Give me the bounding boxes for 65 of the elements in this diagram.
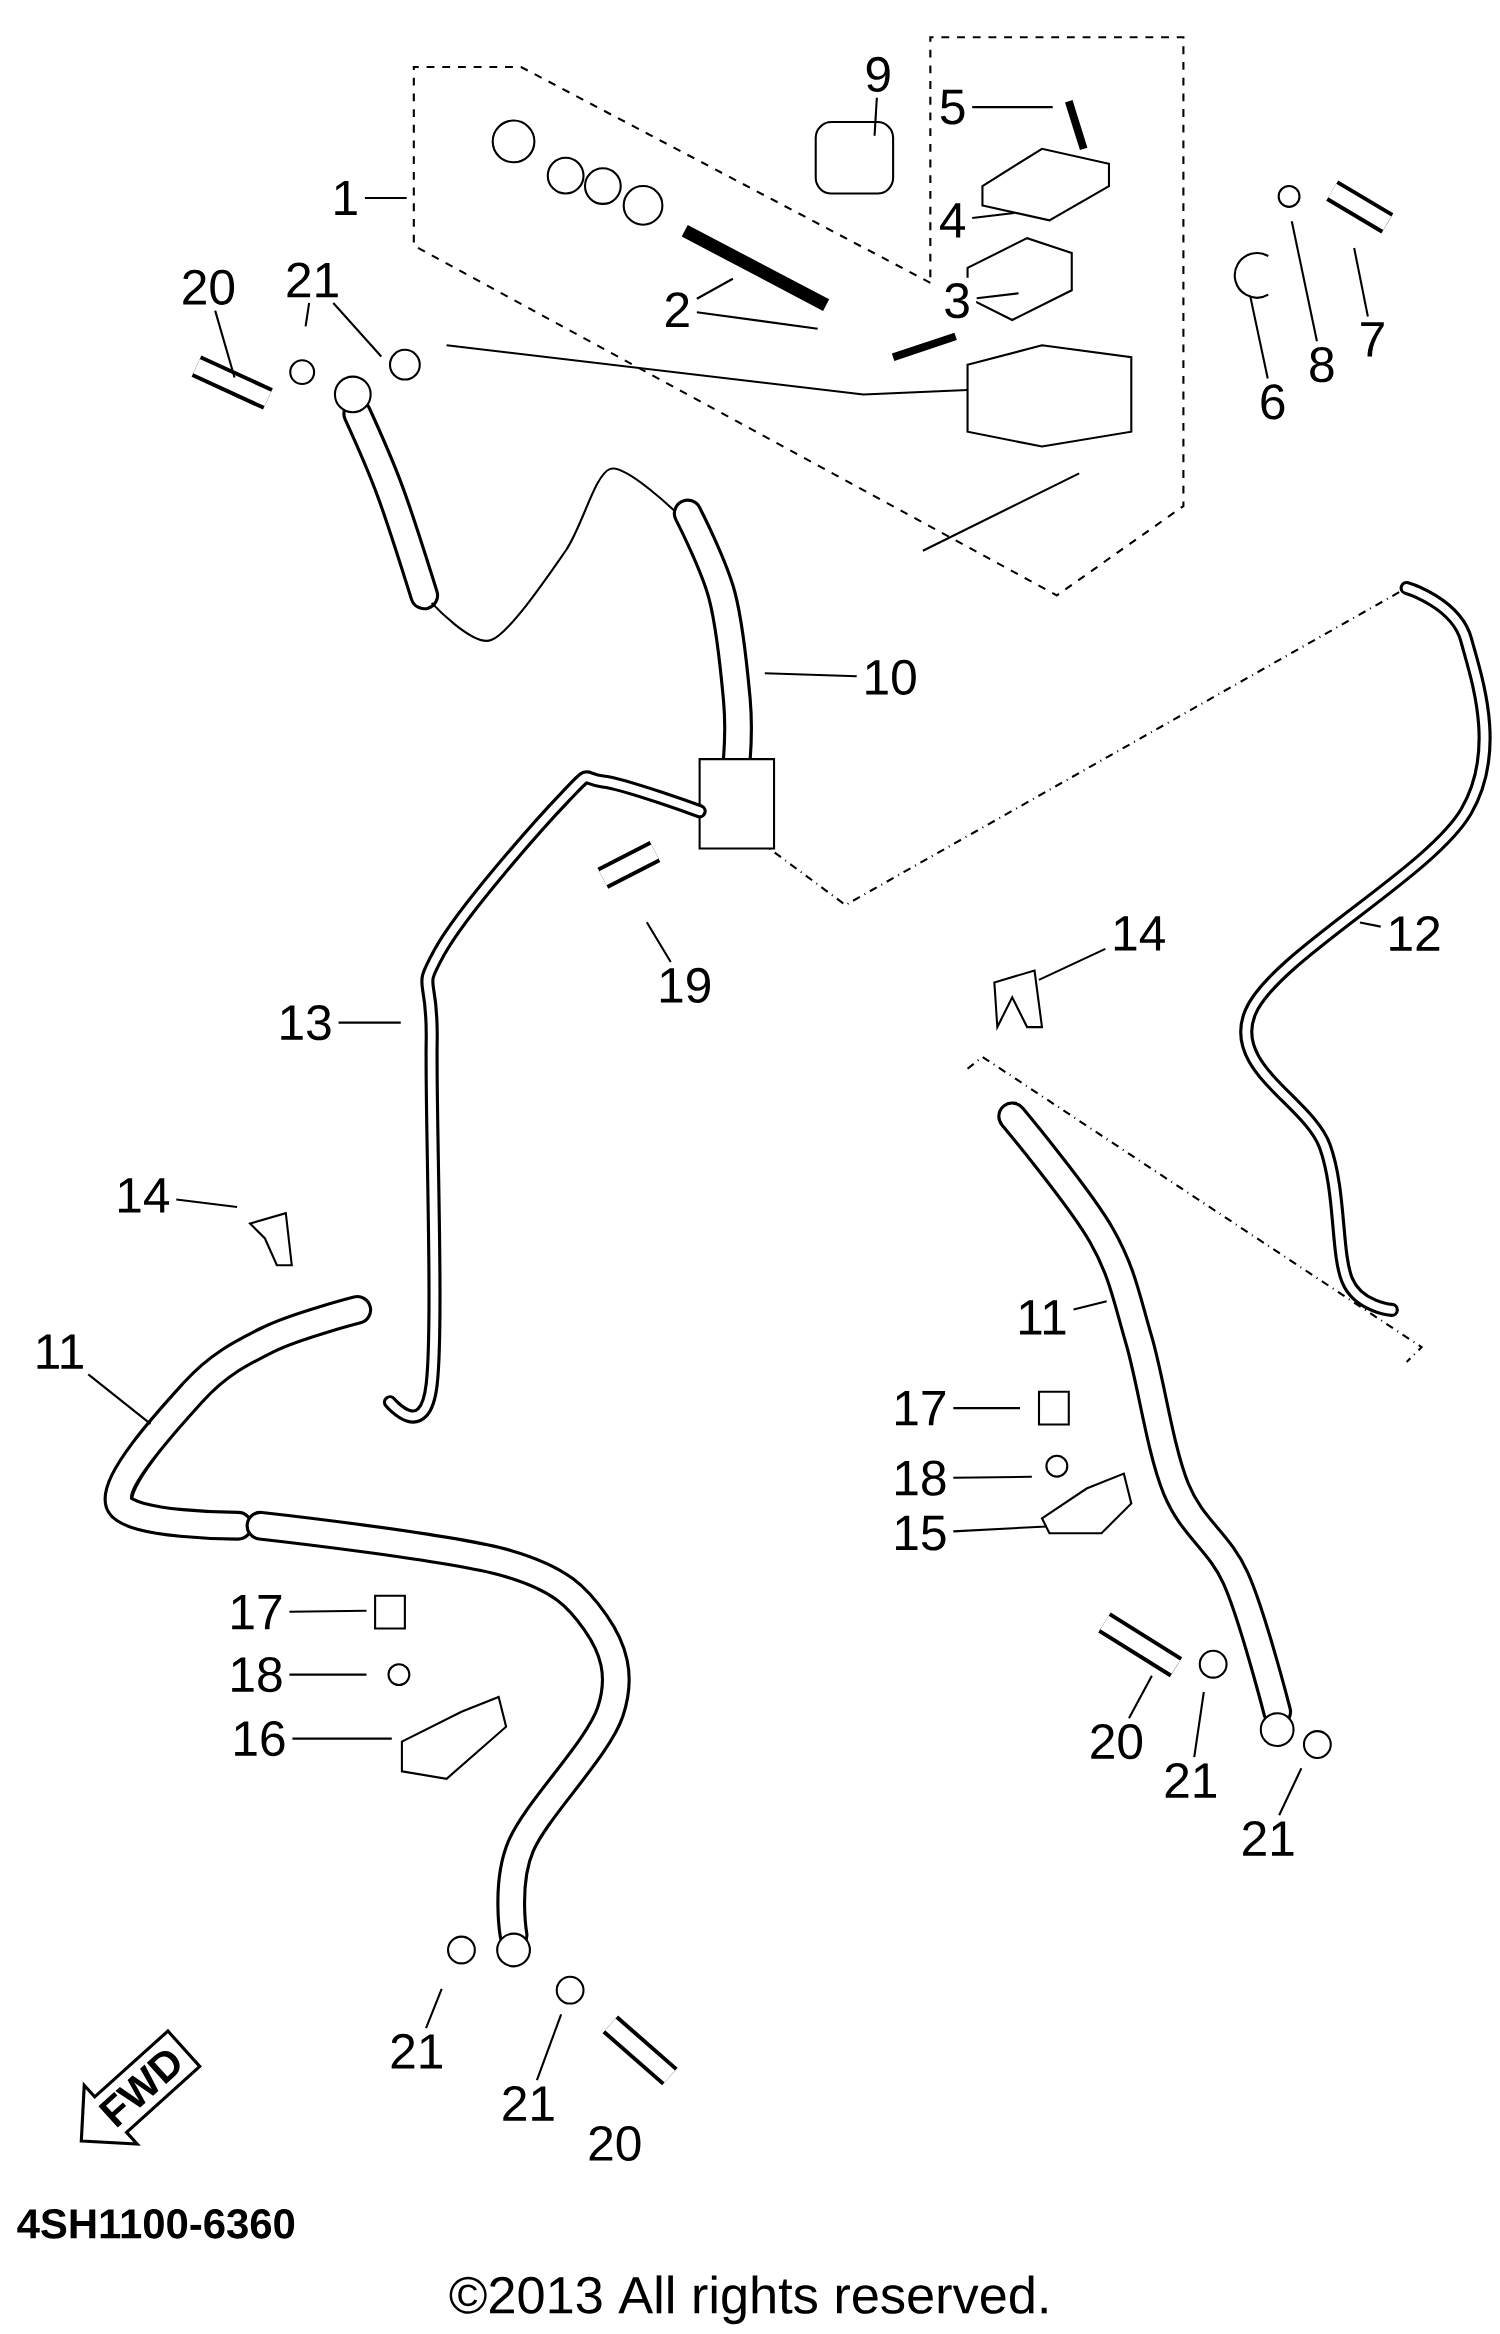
- callout-number: 10: [857, 654, 923, 701]
- leader-line: [304, 302, 310, 327]
- callout-number: 18: [222, 1651, 289, 1698]
- leader-line: [289, 1609, 367, 1613]
- leader-line: [873, 97, 878, 136]
- leader-line: [87, 1373, 151, 1425]
- leader-line: [535, 2014, 562, 2081]
- callout-number: 3: [937, 277, 976, 324]
- leader-line: [1073, 1300, 1107, 1311]
- callout-number: 17: [886, 1385, 953, 1431]
- callout-number: 21: [1235, 1815, 1301, 1861]
- callout-number: 8: [1302, 341, 1341, 388]
- callout-number: 21: [279, 257, 346, 303]
- callout-number: 19: [651, 962, 718, 1009]
- callout-number: 9: [859, 51, 898, 98]
- leader-line: [1278, 1767, 1303, 1816]
- callout-number: 20: [1083, 1718, 1150, 1765]
- leader-line: [1248, 295, 1269, 379]
- leader-line: [971, 211, 1015, 219]
- callout-number: 11: [28, 1329, 91, 1374]
- leader-line: [1038, 947, 1106, 981]
- leader-line: [213, 310, 236, 378]
- leader-line: [696, 277, 734, 300]
- callout-number: 4: [933, 197, 972, 243]
- callout-number: 21: [495, 2080, 562, 2126]
- callout-number: 2: [658, 287, 697, 333]
- callout-number: 21: [383, 2028, 450, 2074]
- leader-line: [364, 196, 407, 199]
- callout-number: 14: [1105, 911, 1172, 956]
- leader-line: [1290, 220, 1318, 342]
- leader-line: [1359, 921, 1381, 928]
- callout-number: 5: [933, 84, 972, 130]
- part-number: 4SH1100-6360: [17, 2209, 294, 2239]
- callout-number: 13: [272, 999, 338, 1046]
- callout-number: 20: [175, 264, 242, 311]
- leader-line: [338, 1021, 401, 1024]
- leader-line: [645, 921, 672, 963]
- leader-line: [976, 292, 1019, 300]
- callout-number: 1: [326, 175, 365, 221]
- leader-line: [764, 672, 857, 678]
- leader-line: [1127, 1675, 1153, 1719]
- callout-number: 17: [222, 1589, 289, 1635]
- leader-line: [332, 302, 382, 358]
- callout-number: 12: [1381, 910, 1447, 956]
- leader-line: [175, 1198, 237, 1209]
- callout-number: 15: [886, 1510, 953, 1556]
- callout-number: 6: [1253, 379, 1292, 425]
- leader-line: [424, 1988, 443, 2029]
- callout-number: 16: [225, 1715, 292, 1762]
- leader-line: [953, 1407, 1020, 1410]
- callout-number: 18: [886, 1455, 953, 1501]
- leader-line: [953, 1475, 1032, 1479]
- leader-line: [292, 1737, 392, 1740]
- callout-number: 11: [1010, 1295, 1073, 1340]
- callout-number: 21: [1157, 1757, 1224, 1803]
- leader-line: [1193, 1691, 1205, 1758]
- leader-line: [289, 1673, 367, 1676]
- copyright-note: ©2013 All rights reserved.: [449, 2275, 1047, 2325]
- callout-number: 20: [581, 2120, 648, 2167]
- leader-line: [972, 106, 1053, 109]
- leader-line: [696, 311, 818, 330]
- leader-line: [1352, 247, 1369, 317]
- leader-line: [953, 1525, 1047, 1533]
- callout-number: 14: [109, 1172, 176, 1218]
- callout-number: 7: [1353, 317, 1392, 362]
